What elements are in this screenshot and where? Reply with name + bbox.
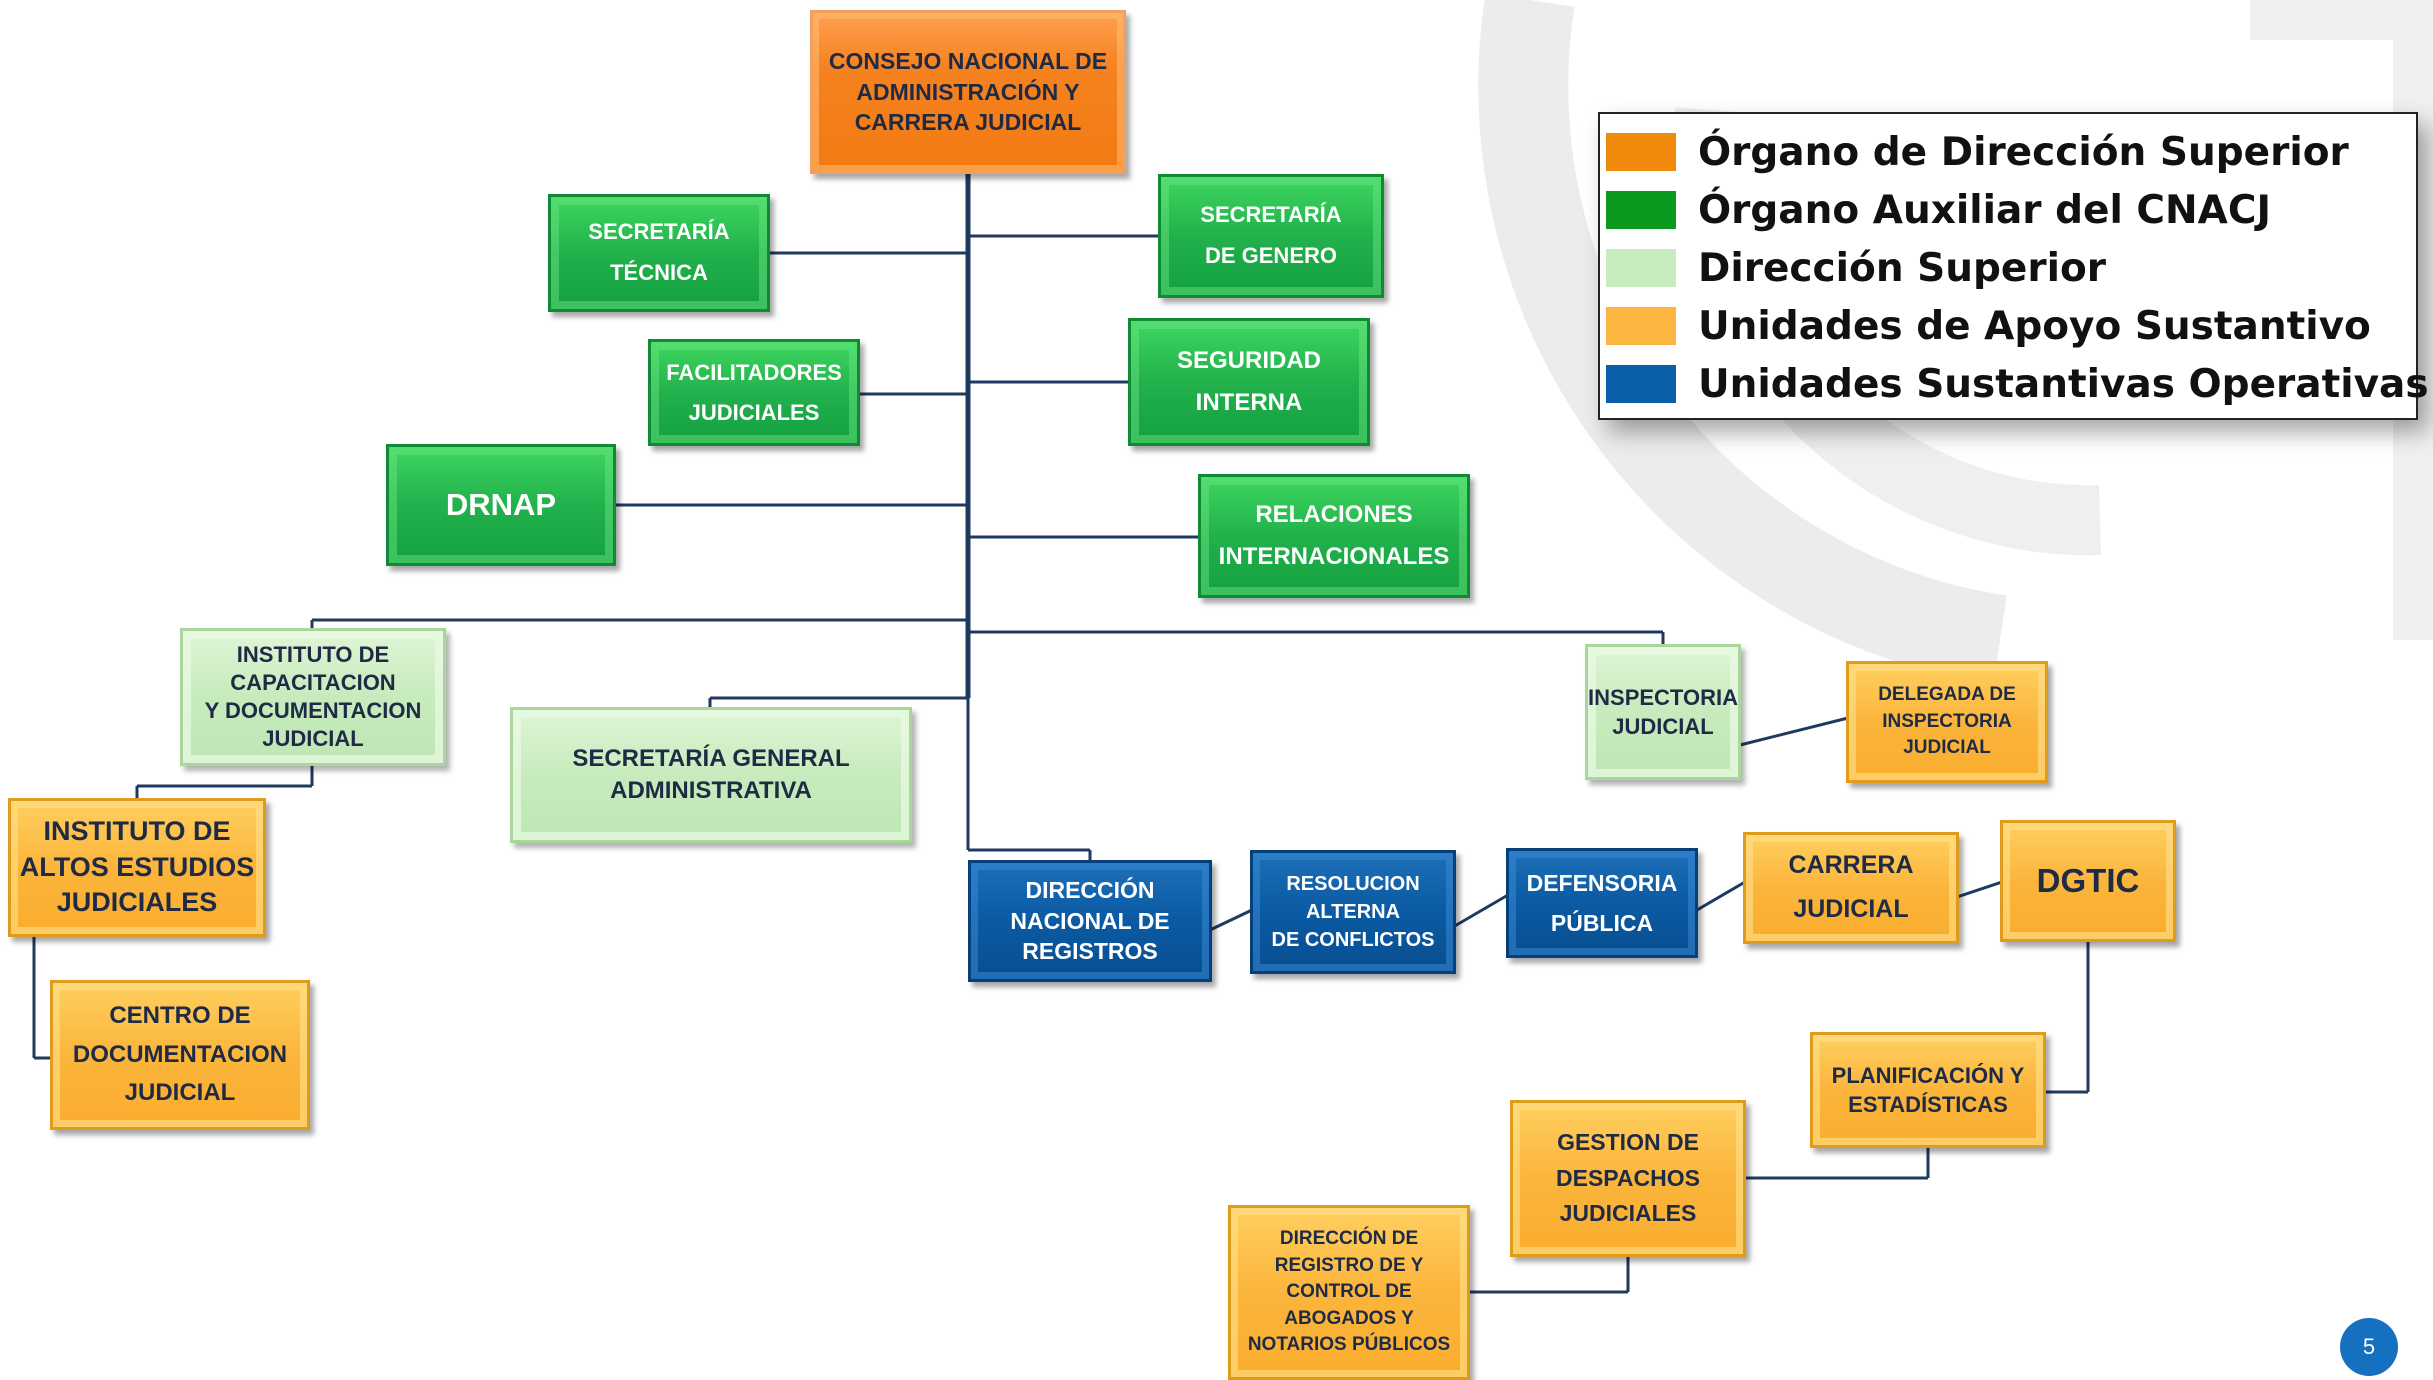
legend-swatch-orange (1606, 133, 1676, 171)
node-direccion-abogados: DIRECCIÓN DE REGISTRO DE Y CONTROL DE AB… (1228, 1205, 1470, 1380)
legend-swatch-green (1606, 191, 1676, 229)
node-planificacion-estadisticas: PLANIFICACIÓN Y ESTADÍSTICAS (1810, 1032, 2046, 1148)
node-gestion-despachos: GESTION DE DESPACHOS JUDICIALES (1510, 1100, 1746, 1257)
legend-swatch-blue (1606, 365, 1676, 403)
node-secretaria-general: SECRETARÍA GENERAL ADMINISTRATIVA (510, 707, 912, 843)
legend-swatch-lightgreen (1606, 249, 1676, 287)
legend-label: Órgano de Dirección Superior (1698, 129, 2349, 175)
node-resolucion-conflictos: RESOLUCION ALTERNA DE CONFLICTOS (1250, 850, 1456, 974)
legend-swatch-yellow (1606, 307, 1676, 345)
node-seguridad-interna: SEGURIDAD INTERNA (1128, 318, 1370, 446)
node-instituto-capacitacion: INSTITUTO DE CAPACITACION Y DOCUMENTACIO… (180, 628, 446, 766)
node-direccion-registros: DIRECCIÓN NACIONAL DE REGISTROS (968, 860, 1212, 982)
node-drnap: DRNAP (386, 444, 616, 566)
node-consejo-nacional: CONSEJO NACIONAL DE ADMINISTRACIÓN Y CAR… (810, 10, 1126, 174)
node-dgtic: DGTIC (2000, 820, 2176, 942)
node-secretaria-tecnica: SECRETARÍA TÉCNICA (548, 194, 770, 312)
legend-label: Órgano Auxiliar del CNACJ (1698, 187, 2271, 233)
legend-label: Unidades de Apoyo Sustantivo (1698, 303, 2371, 349)
node-defensoria-publica: DEFENSORIA PÚBLICA (1506, 848, 1698, 958)
page-number-badge: 5 (2340, 1318, 2398, 1376)
node-instituto-altos-estudios: INSTITUTO DE ALTOS ESTUDIOS JUDICIALES (8, 798, 266, 937)
node-relaciones-internacionales: RELACIONES INTERNACIONALES (1198, 474, 1470, 598)
node-carrera-judicial: CARRERA JUDICIAL (1743, 832, 1959, 944)
legend-label: Dirección Superior (1698, 245, 2107, 291)
legend-label: Unidades Sustantivas Operativas (1698, 361, 2429, 407)
node-facilitadores-judiciales: FACILITADORES JUDICIALES (648, 339, 860, 446)
node-delegada-inspectoria: DELEGADA DE INSPECTORIA JUDICIAL (1846, 661, 2048, 783)
node-secretaria-genero: SECRETARÍA DE GENERO (1158, 174, 1384, 298)
legend: Órgano de Dirección Superior Órgano Auxi… (1598, 112, 2429, 420)
node-inspectoria-judicial: INSPECTORIA JUDICIAL (1585, 644, 1741, 780)
node-centro-documentacion: CENTRO DE DOCUMENTACION JUDICIAL (50, 980, 310, 1130)
